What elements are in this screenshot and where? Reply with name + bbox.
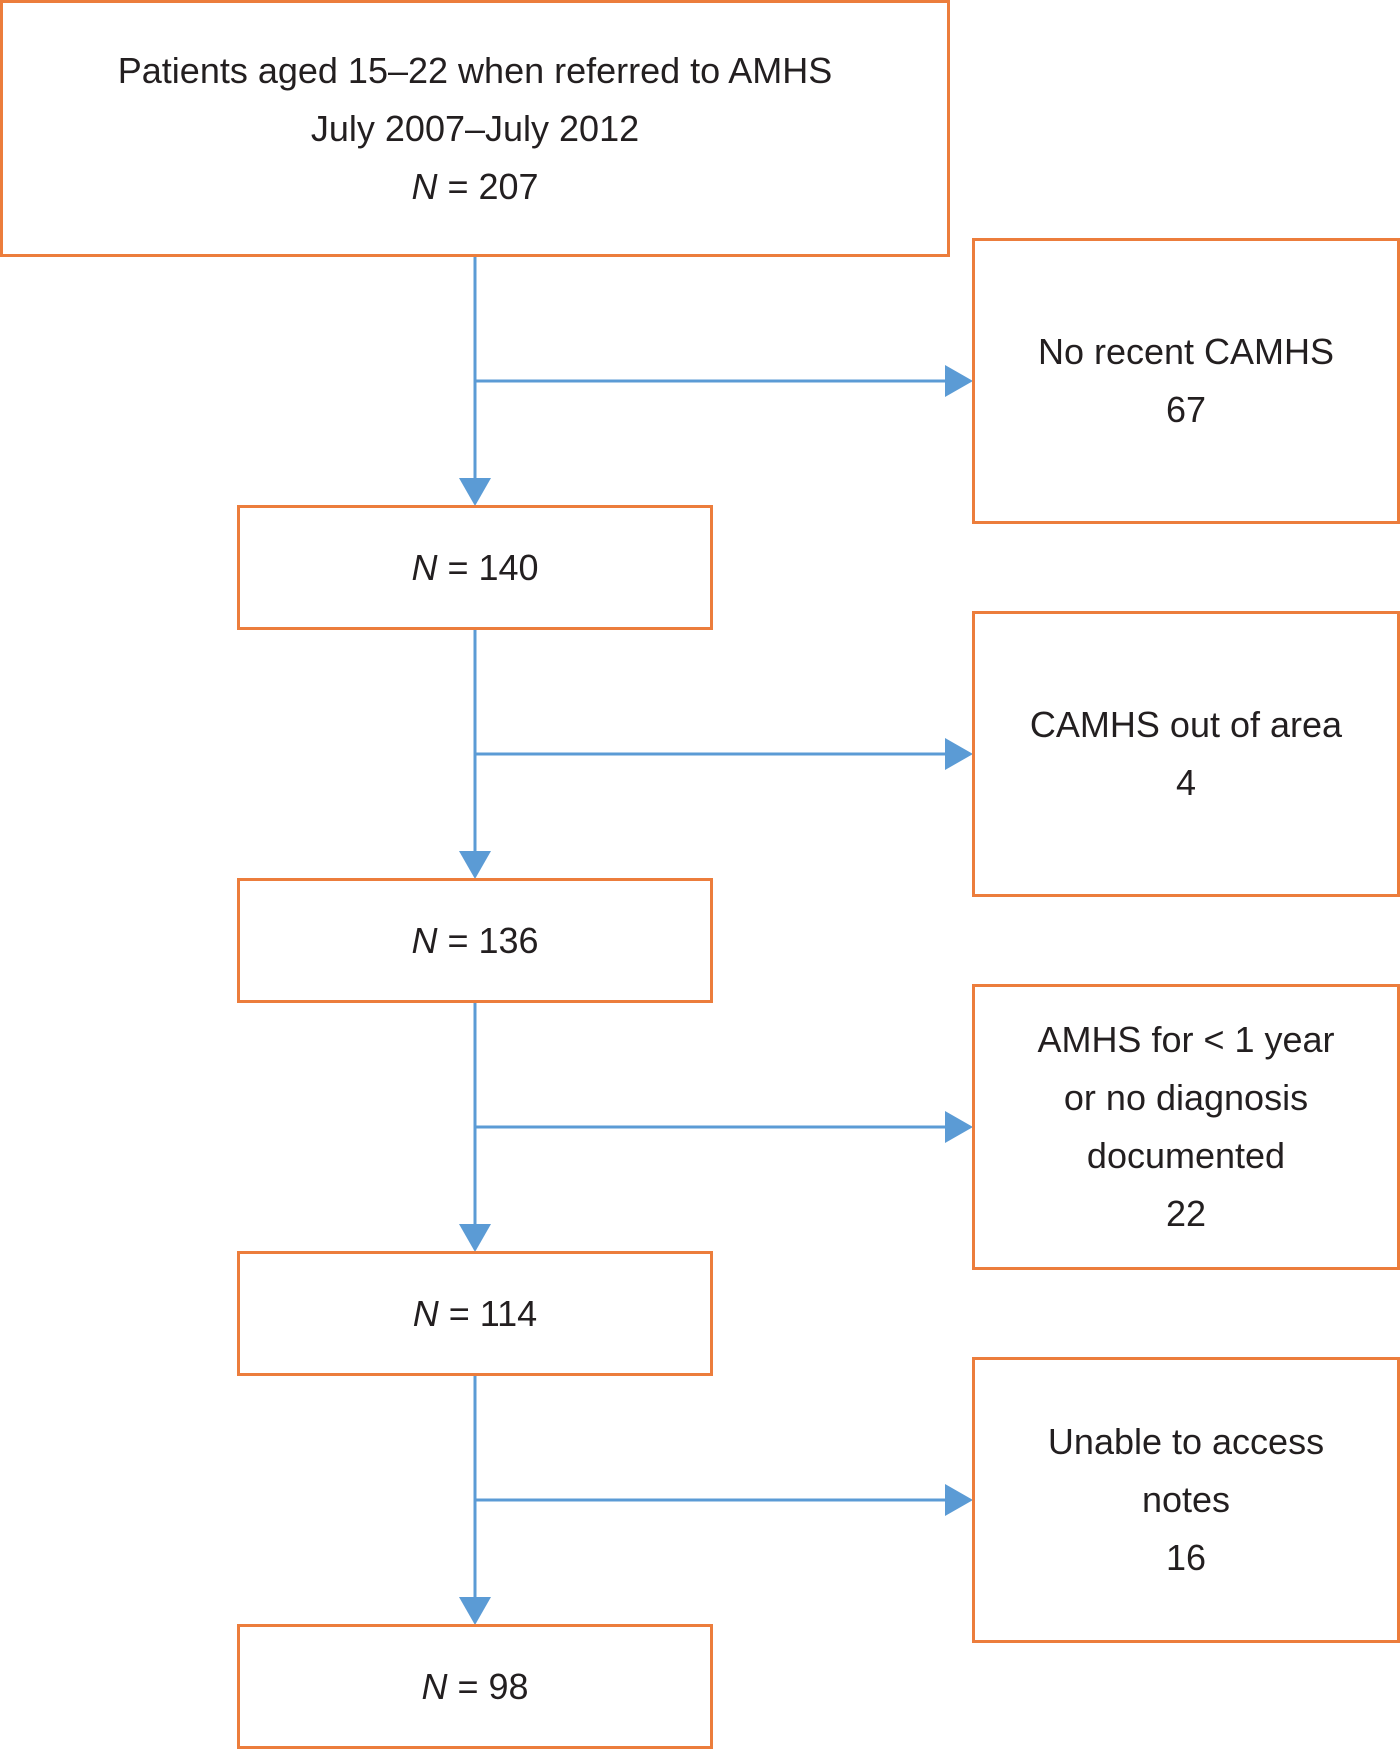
exclusion-reason-line-2: notes bbox=[1141, 1479, 1231, 1520]
exclusion-box-4: Unable to access notes 16 bbox=[972, 1357, 1400, 1643]
n-value: = 114 bbox=[438, 1292, 538, 1334]
step-count: N = 114 bbox=[413, 1285, 537, 1343]
n-symbol: N bbox=[411, 919, 438, 961]
n-symbol: N bbox=[411, 165, 438, 207]
exclusion-reason-line-3: documented bbox=[1086, 1135, 1286, 1176]
arrowhead-down-2 bbox=[459, 851, 491, 879]
start-title: Patients aged 15–22 when referred to AMH… bbox=[117, 49, 833, 91]
exclusion-reason: No recent CAMHS bbox=[1037, 331, 1335, 372]
exclusion-reason: CAMHS out of area bbox=[1029, 704, 1343, 745]
exclusion-reason-line-1: AMHS for < 1 year bbox=[1037, 1019, 1335, 1060]
exclusion-box-1: No recent CAMHS 67 bbox=[972, 238, 1400, 524]
arrowhead-right-3 bbox=[945, 1111, 973, 1143]
arrowhead-down-3 bbox=[459, 1224, 491, 1252]
n-symbol: N bbox=[412, 1292, 439, 1334]
exclusion-box-2: CAMHS out of area 4 bbox=[972, 611, 1400, 897]
step-box-2: N = 136 bbox=[237, 878, 713, 1003]
start-date-range: July 2007–July 2012 bbox=[310, 107, 640, 149]
n-value: = 98 bbox=[447, 1665, 529, 1707]
exclusion-reason-line-2: or no diagnosis bbox=[1063, 1077, 1309, 1118]
start-box: Patients aged 15–22 when referred to AMH… bbox=[0, 0, 950, 257]
n-symbol: N bbox=[411, 546, 438, 588]
n-value: = 207 bbox=[437, 165, 539, 207]
arrowhead-down-1 bbox=[459, 478, 491, 506]
arrowhead-right-1 bbox=[945, 365, 973, 397]
n-symbol: N bbox=[421, 1665, 448, 1707]
arrowhead-right-2 bbox=[945, 738, 973, 770]
exclusion-count: 22 bbox=[1165, 1193, 1207, 1234]
exclusion-box-3: AMHS for < 1 year or no diagnosis docume… bbox=[972, 984, 1400, 1270]
arrowhead-right-4 bbox=[945, 1484, 973, 1516]
start-count: N = 207 bbox=[411, 158, 538, 216]
step-box-3: N = 114 bbox=[237, 1251, 713, 1376]
step-count: N = 140 bbox=[411, 539, 538, 597]
exclusion-count: 4 bbox=[1175, 762, 1197, 803]
step-count: N = 136 bbox=[411, 912, 538, 970]
exclusion-count: 16 bbox=[1165, 1537, 1207, 1578]
n-value: = 140 bbox=[437, 546, 539, 588]
arrowhead-down-4 bbox=[459, 1597, 491, 1625]
exclusion-reason-line-1: Unable to access bbox=[1047, 1421, 1325, 1462]
step-count: N = 98 bbox=[421, 1658, 528, 1716]
exclusion-count: 67 bbox=[1165, 389, 1207, 430]
step-box-1: N = 140 bbox=[237, 505, 713, 630]
n-value: = 136 bbox=[437, 919, 539, 961]
step-box-4: N = 98 bbox=[237, 1624, 713, 1749]
